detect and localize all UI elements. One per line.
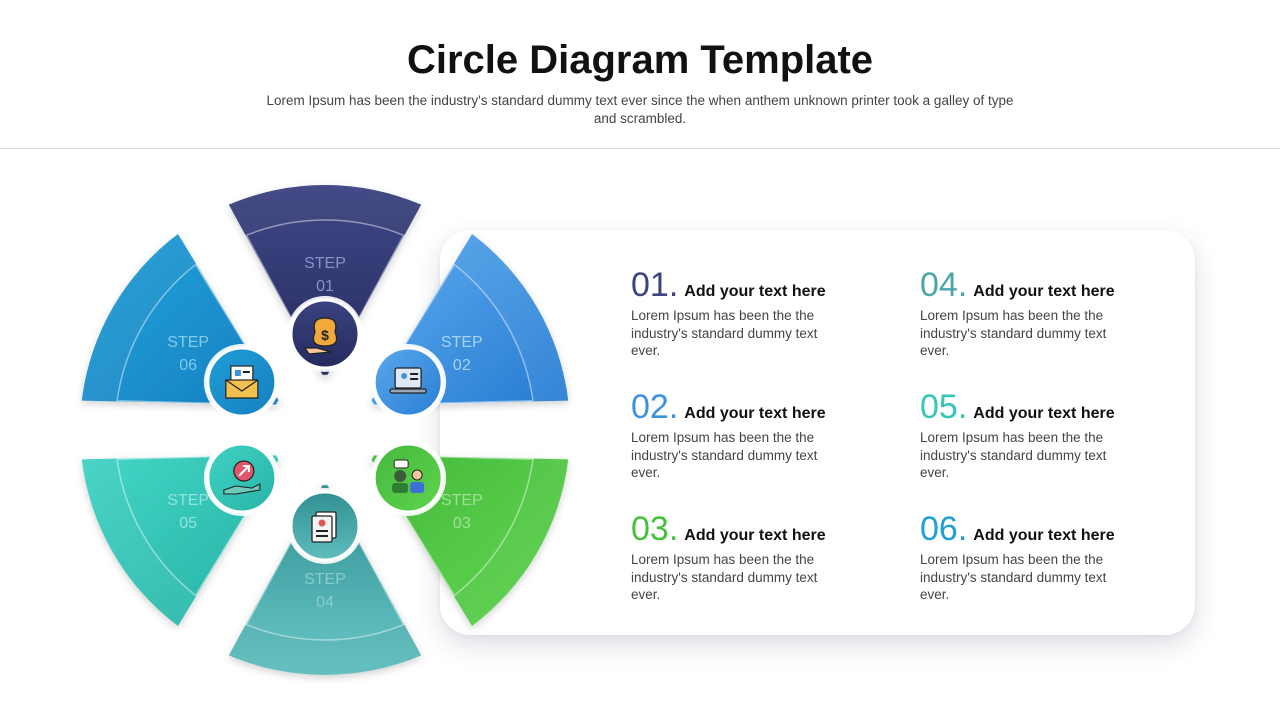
laptop-profile-icon <box>370 344 447 420</box>
item-heading: Add your text here <box>684 405 826 422</box>
page-title: Circle Diagram Template <box>406 38 874 82</box>
list-item: 03. Add your text here Lorem Ipsum has be… <box>631 509 871 604</box>
step-label: STEP <box>167 334 209 351</box>
list-item: 04. Add your text here Lorem Ipsum has be… <box>920 265 1160 360</box>
header: Circle Diagram Template Lorem Ipsum has … <box>0 0 1280 149</box>
item-number: 06. <box>920 510 968 548</box>
list-item: 01. Add your text here Lorem Ipsum has be… <box>631 265 871 360</box>
list-item: 02. Add your text here Lorem Ipsum has be… <box>631 387 871 482</box>
text-card <box>440 230 1195 635</box>
step-label: STEP <box>441 334 483 351</box>
step-number: 02 <box>453 357 471 374</box>
item-body: Lorem Ipsum has been the the industry's … <box>631 552 818 602</box>
item-body: Lorem Ipsum has been the the industry's … <box>631 308 818 358</box>
item-heading: Add your text here <box>973 283 1115 300</box>
envelope-letter-icon <box>203 344 280 420</box>
list-item: 06. Add your text here Lorem Ipsum has be… <box>920 509 1160 604</box>
step-label: STEP <box>304 255 346 272</box>
item-number: 04. <box>920 266 968 304</box>
item-body: Lorem Ipsum has been the the industry's … <box>920 430 1107 480</box>
step-number: 04 <box>316 594 334 611</box>
item-heading: Add your text here <box>684 527 826 544</box>
step-label: STEP <box>167 492 209 509</box>
item-heading: Add your text here <box>684 283 826 300</box>
item-heading: Add your text here <box>973 405 1115 422</box>
svg-text:$: $ <box>321 327 329 343</box>
item-body: Lorem Ipsum has been the the industry's … <box>631 430 818 480</box>
item-body: Lorem Ipsum has been the the industry's … <box>920 552 1107 602</box>
document-report-icon <box>287 488 363 564</box>
item-number: 03. <box>631 510 679 548</box>
item-heading: Add your text here <box>973 527 1115 544</box>
money-bag-hand-icon: $ <box>287 296 363 372</box>
step-label: STEP <box>441 492 483 509</box>
step-number: 03 <box>453 515 471 532</box>
step-number: 05 <box>179 515 197 532</box>
step-label: STEP <box>304 571 346 588</box>
step-number: 01 <box>316 278 334 295</box>
page-subtitle: Lorem Ipsum has been the industry's stan… <box>266 93 1014 126</box>
item-body: Lorem Ipsum has been the the industry's … <box>920 308 1107 358</box>
item-number: 02. <box>631 388 679 426</box>
item-number: 01. <box>631 266 679 304</box>
hand-growth-icon <box>203 440 280 516</box>
step-number: 06 <box>179 357 197 374</box>
list-item: 05. Add your text here Lorem Ipsum has be… <box>920 387 1160 482</box>
item-number: 05. <box>920 388 968 426</box>
meeting-chat-icon <box>370 440 447 516</box>
